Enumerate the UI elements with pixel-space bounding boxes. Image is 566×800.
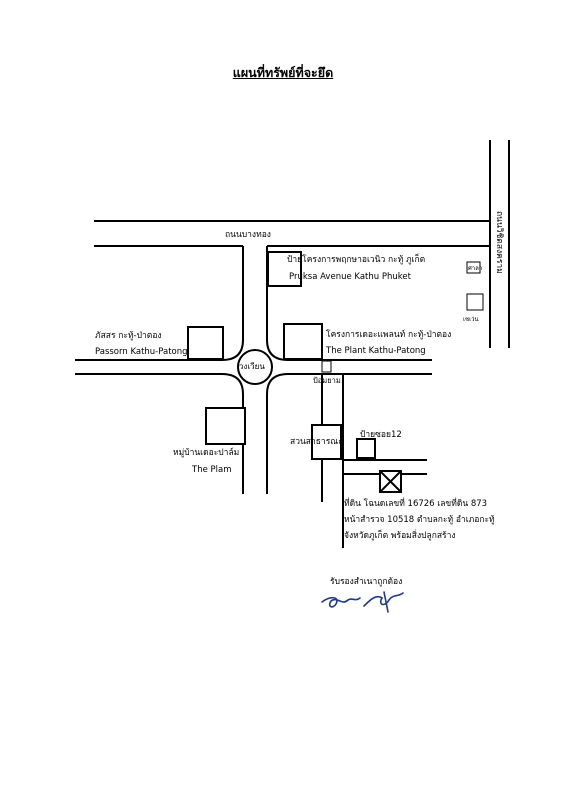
road-curve-nw (221, 339, 244, 361)
plam-label-th: หมู่บ้านเดอะปาล์ม (173, 448, 240, 458)
park-area (311, 424, 342, 460)
pruksa-building (267, 251, 302, 287)
road-label-main: ถนนบางทอง (225, 230, 271, 240)
road-curve-sw (221, 373, 244, 395)
land-note-line3: จังหวัดภูเก็ต พร้อมสิ่งปลูกสร้าง (344, 531, 456, 541)
sala-label: ศาลา (468, 265, 483, 272)
roundabout-label: วงเวียน (239, 362, 265, 371)
certification-text: รับรองสำเนาถูกต้อง (330, 577, 403, 587)
pruksa-label-en: Pruksa Avenue Kathu Phuket (289, 272, 411, 282)
road-curve-se (266, 373, 289, 395)
plant-building (283, 323, 323, 360)
plant-label-en: The Plant Kathu-Patong (326, 346, 426, 356)
plant-label-th: โครงการเดอะแพลนท์ กะทู้-ป่าตอง (326, 330, 452, 340)
police-label: ป้อมยาม (313, 376, 341, 385)
land-note-line1: ที่ดิน โฉนดเลขที่ 16726 เลขที่ดิน 873 (344, 499, 488, 509)
passorn-building (187, 326, 224, 360)
land-note-line2: หน้าสำรวจ 10518 ตำบลกะทู้ อำเภอกะทู้ (344, 515, 495, 525)
plam-building (205, 407, 246, 445)
police-box (321, 360, 332, 373)
map-title: แผนที่ทรัพย์ที่จะยึด (232, 65, 334, 80)
road-label-vertical: ถนนวิชิตสงคราม (494, 211, 504, 274)
park-label: สวนสาธารณะ (290, 437, 343, 447)
seven-eleven-box (466, 293, 484, 311)
soi12-sign-box (356, 438, 376, 459)
passorn-label-th: ภัสสร กะทู้-ป่าตอง (95, 331, 162, 341)
signature-mark (321, 591, 404, 613)
soi12-label: ป้ายซอย12 (360, 430, 402, 440)
passorn-label-en: Passorn Kathu-Patong (95, 347, 188, 357)
plam-label-en: The Plam (192, 465, 232, 475)
sala-box (466, 261, 481, 274)
target-land-cross-b (379, 470, 402, 493)
roundabout-circle (237, 349, 273, 385)
pruksa-label-th: ป้ายโครงการพฤกษาอเวนิว กะทู้ ภูเก็ต (287, 255, 426, 265)
seven-eleven-label: เซเว่น (463, 316, 479, 323)
